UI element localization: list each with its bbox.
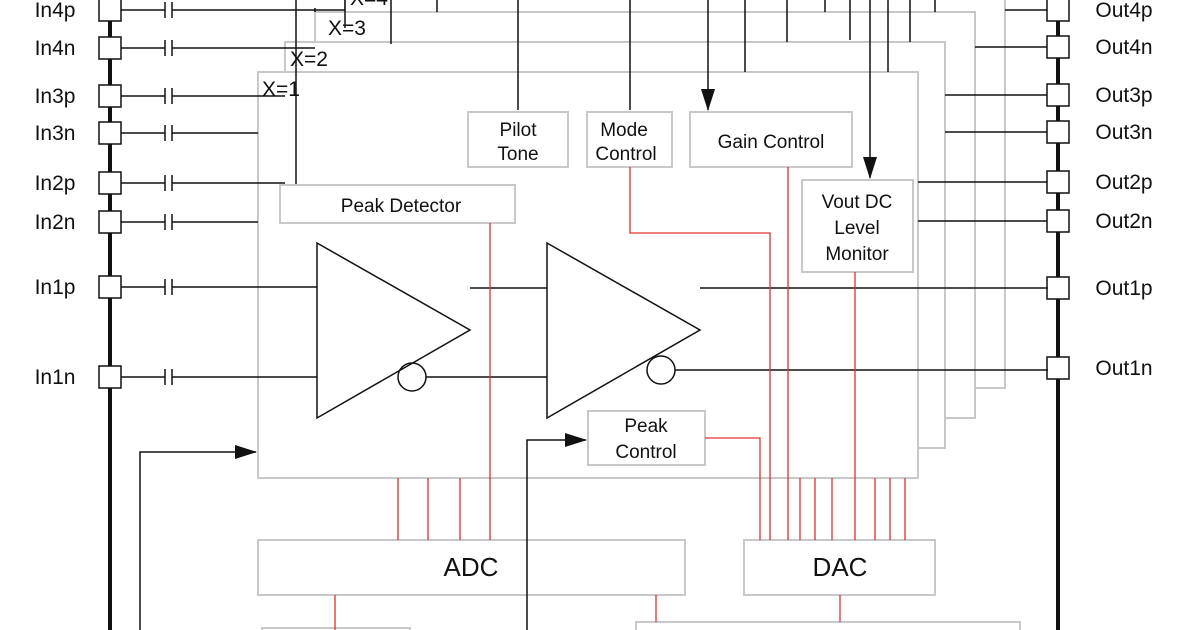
input-capacitor-line [120,214,258,230]
output-pin [1046,0,1070,22]
pilot-tone-label: Pilot [500,120,538,141]
peak-detector-block [279,184,516,224]
input-pin-label: In1n [35,366,76,389]
input-pin [98,36,122,60]
output-pin [1046,170,1070,194]
peak-control-label: Control [615,442,676,463]
adc-label: ADC [444,552,499,582]
input-capacitor-line [120,369,317,385]
controller-block [635,621,1021,630]
input-capacitor-line [120,279,317,295]
lower-block [261,627,411,630]
control-arrows-upper [744,0,936,178]
input-pin-label: In4p [35,0,76,22]
input-pin [98,365,122,389]
output-pin [1046,35,1070,59]
peak-detector-label: Peak Detector [341,196,462,217]
channel-label-2: X=2 [290,48,328,71]
input-pin-label: In3n [35,122,76,145]
output-pin [1046,83,1070,107]
adc-block [257,539,686,596]
amplifier-1 [316,241,472,420]
input-pin-label: In3p [35,85,76,108]
vout-monitor-label: Level [834,218,879,239]
feedback-arrow [139,445,257,630]
output-pin-label: Out3p [1095,84,1152,107]
output-pin-label: Out3n [1095,121,1152,144]
input-pin [98,171,122,195]
output-pin-label: Out1p [1095,277,1152,300]
output-pin-label: Out1n [1095,357,1152,380]
amplifier-2 [546,241,702,420]
output-pin-label: Out4p [1095,0,1152,22]
pilot-tone-block [467,111,569,168]
input-capacitor-line [120,175,285,191]
digital-lines [334,167,906,630]
input-capacitor-line [120,125,258,141]
vout-monitor-label: Vout DC [822,192,893,213]
input-pin-label: In1p [35,276,76,299]
peak-control-block [587,410,706,466]
adc-to-peak-control-arrow [526,433,587,630]
dac-label: DAC [813,552,868,582]
mode-control-label: Control [595,144,656,165]
output-pin [1046,209,1070,233]
output-pin-label: Out2p [1095,171,1152,194]
input-pin-label: In4n [35,37,76,60]
mode-control-label: Mode [600,120,648,141]
output-pin-label: Out2n [1095,210,1152,233]
input-capacitor-line [120,88,285,104]
channel-label-ticks [314,0,438,44]
channel-label-4: X=4 [350,0,388,10]
output-pin-label: Out4n [1095,36,1152,59]
input-pin [98,0,122,22]
input-pin [98,121,122,145]
peak-control-label: Peak [624,416,668,437]
output-pin [1046,276,1070,300]
dac-block [743,539,936,596]
vout-monitor-label: Monitor [825,244,889,265]
pilot-tone-label: Tone [497,144,538,165]
control-arrows [517,0,708,110]
input-pin-label: In2p [35,172,76,195]
input-capacitor-line [120,2,345,18]
vout-monitor-block [801,179,914,273]
input-pin-label: In2n [35,211,76,234]
channel-label-3: X=3 [328,17,366,40]
input-pin [98,210,122,234]
gain-control-label: Gain Control [718,132,825,153]
amp-signal-lines [426,287,1048,378]
gain-control-block [689,111,853,168]
channel-label-1: X=1 [262,78,300,101]
input-pin [98,84,122,108]
output-pin [1046,120,1070,144]
input-capacitor-line [120,40,315,56]
output-pin [1046,356,1070,380]
input-pin [98,275,122,299]
